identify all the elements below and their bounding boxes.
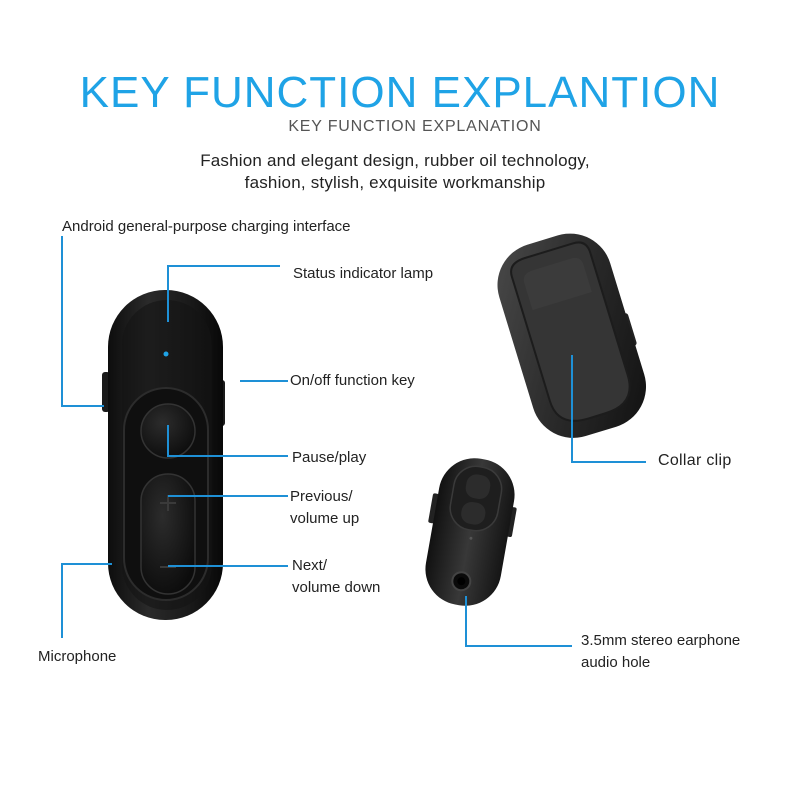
label-previous: Previous/ volume up	[290, 486, 359, 530]
page-title: KEY FUNCTION EXPLANTION	[79, 68, 721, 117]
label-next: Next/ volume down	[292, 555, 380, 599]
page-subtitle: KEY FUNCTION EXPLANATION	[288, 118, 542, 135]
leader-microphone	[61, 563, 112, 638]
label-pause-play: Pause/play	[292, 449, 367, 466]
leader-earphone	[465, 596, 572, 647]
label-next-line-2: volume down	[292, 579, 381, 596]
label-earphone-line-1: 3.5mm stereo earphone	[581, 632, 741, 649]
volume-rocker	[140, 473, 196, 595]
description-line-2: fashion, stylish, exquisite workmanship	[244, 173, 546, 192]
leader-pause	[167, 425, 288, 457]
small-device	[425, 458, 517, 606]
leader-charging	[61, 236, 104, 407]
leader-lines	[61, 236, 646, 647]
label-microphone: Microphone	[38, 648, 117, 665]
label-earphone-hole: 3.5mm stereo earphone audio hole	[581, 630, 740, 674]
label-previous-line-2: volume up	[290, 510, 360, 527]
label-charging-interface: Android general-purpose charging interfa…	[62, 218, 351, 235]
clip-device	[497, 233, 647, 438]
status-indicator-lamp	[163, 351, 169, 357]
description-line-1: Fashion and elegant design, rubber oil t…	[200, 151, 590, 170]
label-status-lamp: Status indicator lamp	[293, 265, 434, 282]
label-collar-clip: Collar clip	[658, 452, 732, 469]
label-previous-line-1: Previous/	[290, 488, 353, 505]
label-next-line-1: Next/	[292, 557, 328, 574]
leader-collar	[571, 355, 646, 463]
label-onoff-key: On/off function key	[290, 372, 415, 389]
label-earphone-line-2: audio hole	[581, 654, 651, 671]
description: Fashion and elegant design, rubber oil t…	[0, 150, 790, 194]
leader-status-lamp	[167, 265, 280, 322]
